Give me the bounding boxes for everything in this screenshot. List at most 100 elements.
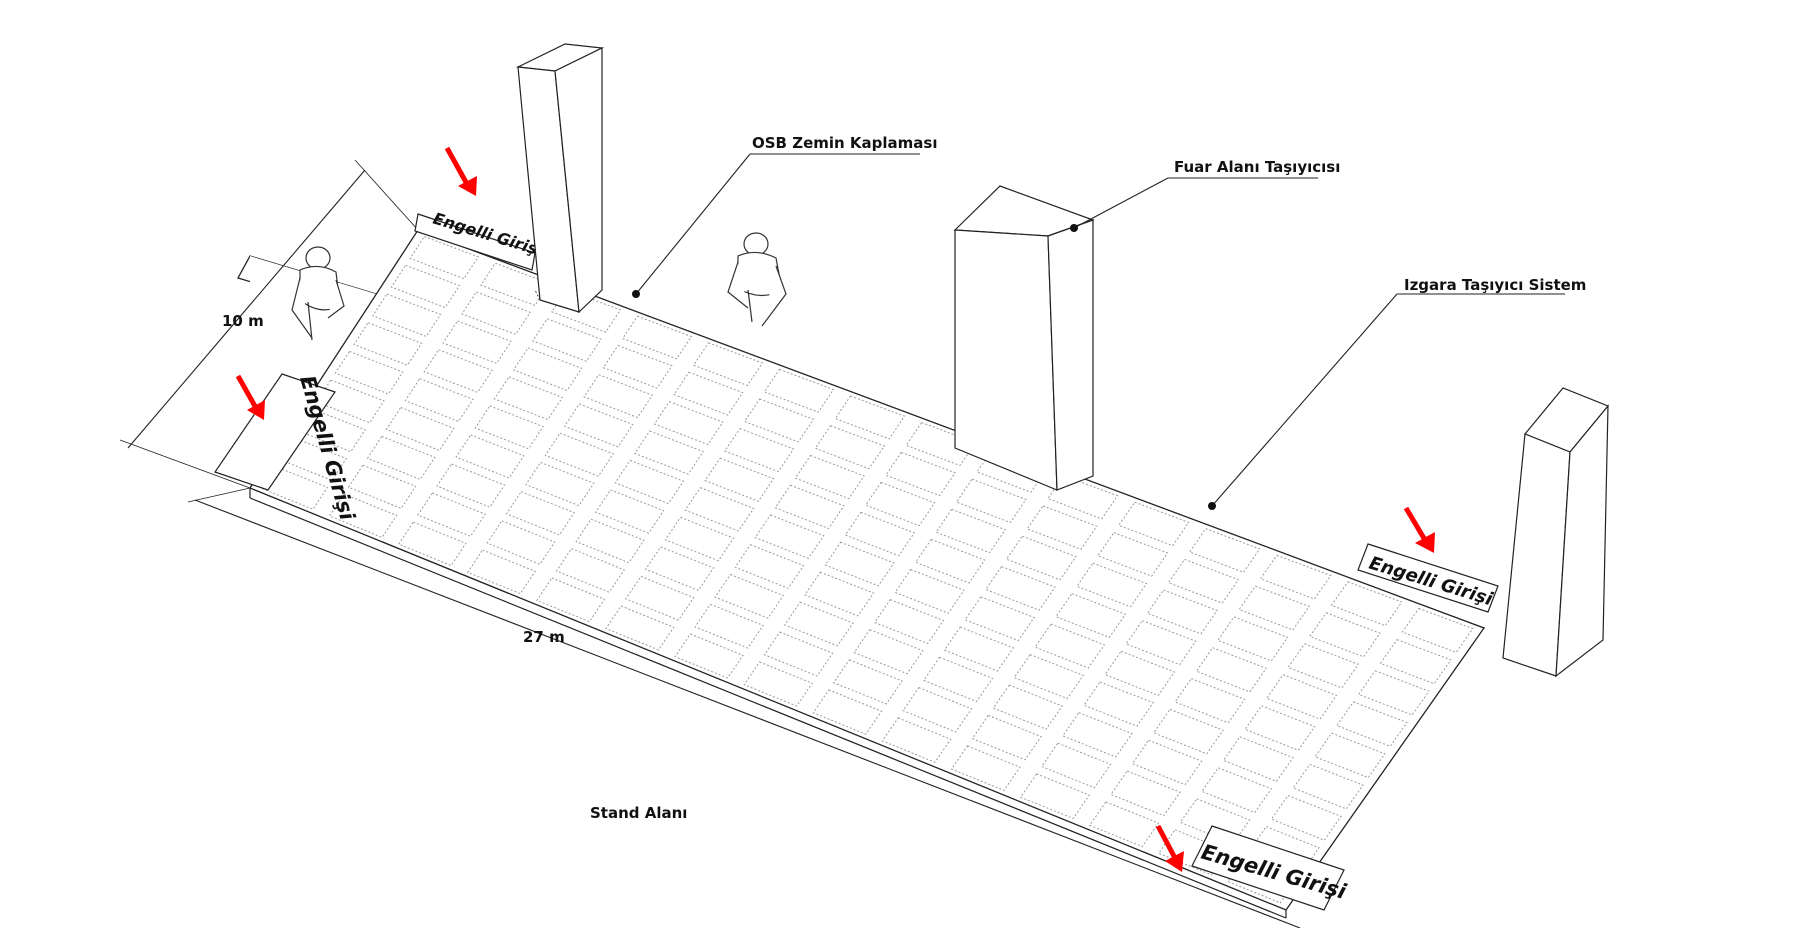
dimension-length bbox=[187, 487, 1301, 929]
grid-panel bbox=[694, 603, 764, 649]
leader-grid-system bbox=[1208, 293, 1565, 510]
grid-panel bbox=[634, 430, 704, 475]
grid-panel bbox=[1131, 739, 1203, 786]
grid-panel bbox=[964, 596, 1035, 642]
grid-panel bbox=[563, 403, 634, 448]
grid-panel bbox=[653, 400, 724, 446]
grid-panel bbox=[1047, 474, 1119, 520]
grid-panel bbox=[371, 293, 442, 338]
grid-panel bbox=[704, 457, 775, 502]
grid-panel bbox=[673, 371, 744, 416]
grid-panel bbox=[971, 714, 1042, 761]
grid-panel bbox=[985, 565, 1056, 611]
grid-panel bbox=[902, 686, 973, 733]
grid-panel bbox=[1146, 589, 1218, 635]
arrow-left bbox=[235, 374, 265, 420]
grid-panel bbox=[644, 546, 715, 592]
arrow-bottom bbox=[1155, 824, 1184, 872]
grid-panel bbox=[714, 573, 785, 619]
grid-panel bbox=[812, 689, 883, 735]
grid-panel bbox=[390, 264, 461, 309]
grid-panel bbox=[1167, 558, 1240, 604]
grid-panel bbox=[1005, 535, 1077, 581]
grid-panel bbox=[1292, 763, 1364, 810]
grid-panel bbox=[1270, 794, 1342, 841]
grid-panel bbox=[493, 376, 564, 421]
grid-panel bbox=[1019, 773, 1091, 820]
grid-panel bbox=[480, 262, 551, 307]
grid-panel bbox=[544, 432, 615, 477]
grid-panel bbox=[1217, 616, 1289, 662]
grid-panel bbox=[684, 487, 755, 532]
grid-panel bbox=[397, 521, 467, 567]
grid-panel bbox=[1097, 531, 1169, 577]
grid-panel bbox=[754, 514, 825, 560]
grid-panel bbox=[366, 435, 436, 481]
grid-panel bbox=[976, 448, 1048, 493]
grid-panel bbox=[794, 454, 865, 500]
grid-panel bbox=[992, 684, 1063, 730]
grid-panel bbox=[692, 342, 764, 387]
grid-panel bbox=[602, 344, 673, 389]
grid-panel bbox=[1259, 554, 1332, 600]
grid-panel bbox=[1287, 643, 1360, 689]
column-left bbox=[515, 43, 605, 314]
grid-panel bbox=[353, 322, 423, 366]
grid-panel bbox=[1222, 736, 1294, 783]
grid-panel bbox=[474, 405, 544, 450]
grid-panel bbox=[894, 568, 965, 614]
grid-panel bbox=[347, 464, 417, 510]
grid-panel bbox=[814, 425, 886, 470]
grid-panel bbox=[824, 541, 895, 587]
grid-panel bbox=[935, 508, 1007, 554]
grid-panel bbox=[334, 350, 404, 395]
grid-panel bbox=[621, 315, 693, 360]
grid-panel bbox=[555, 547, 625, 593]
grid-panel bbox=[1034, 623, 1106, 669]
grid-panel bbox=[885, 451, 956, 497]
grid-panel bbox=[583, 374, 654, 419]
grid-panel bbox=[594, 489, 665, 534]
grid-panel bbox=[905, 421, 977, 467]
grid-panel bbox=[1195, 647, 1267, 693]
grid-panel bbox=[1330, 581, 1403, 627]
grid-panel bbox=[1125, 620, 1197, 666]
grid-panel bbox=[1174, 677, 1246, 724]
grid-panel bbox=[1088, 801, 1160, 848]
grid-panel bbox=[743, 661, 813, 707]
grid-panel bbox=[1118, 501, 1190, 547]
grid-panel bbox=[914, 538, 986, 584]
grid-panels bbox=[259, 235, 1474, 904]
grid-panel bbox=[763, 631, 834, 677]
arrow-right bbox=[1403, 506, 1435, 553]
dimension-width bbox=[119, 159, 419, 489]
grid-panel bbox=[1152, 708, 1224, 755]
grid-panel bbox=[1083, 681, 1154, 727]
arrow-top-left bbox=[444, 146, 477, 196]
grid-panel bbox=[674, 633, 744, 679]
grid-panel bbox=[955, 478, 1027, 524]
grid-panel bbox=[1244, 705, 1316, 751]
grid-panel bbox=[328, 493, 398, 539]
leader-osb bbox=[632, 153, 920, 298]
stand-area-label: Stand Alanı bbox=[590, 804, 687, 822]
grid-panel bbox=[1076, 562, 1148, 608]
grid-panel bbox=[614, 459, 685, 505]
grid-panel bbox=[625, 575, 695, 621]
grid-panel bbox=[525, 461, 595, 507]
grid-panel bbox=[531, 318, 602, 362]
grid-panel bbox=[832, 659, 903, 705]
grid-panel bbox=[950, 745, 1021, 792]
grid-panel bbox=[1238, 585, 1310, 631]
grid-panel bbox=[724, 427, 795, 473]
grid-panel bbox=[853, 629, 924, 675]
grid-panel bbox=[743, 398, 815, 443]
grid-panel bbox=[873, 598, 945, 645]
grid-panel bbox=[505, 490, 575, 536]
grid-panel bbox=[1040, 742, 1112, 789]
grid-panel bbox=[455, 434, 525, 479]
grid-system-label: Izgara Taşıyıcı Sistem bbox=[1404, 276, 1586, 294]
width-label: 10 m bbox=[222, 312, 264, 330]
grid-panel bbox=[1265, 674, 1338, 720]
grid-panel bbox=[551, 289, 622, 333]
